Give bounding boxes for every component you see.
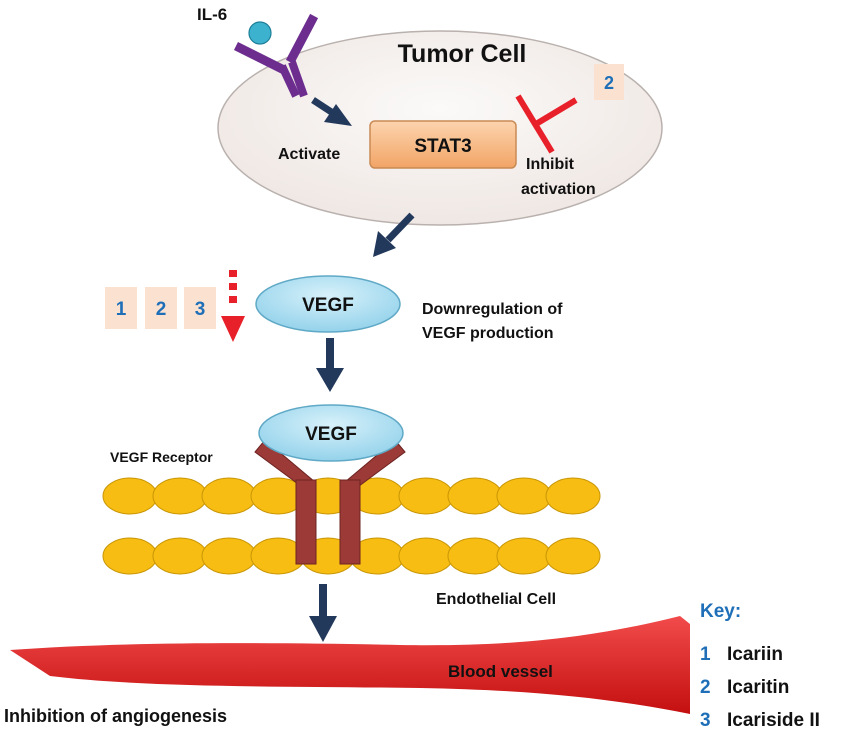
inhibit-label-line1: Inhibit (526, 156, 575, 173)
vegf-badge-3 (184, 287, 216, 329)
downregulation-arrow-icon (221, 270, 245, 342)
stat3-box (369, 120, 517, 169)
downregulation-label-line2: VEGF production (422, 325, 554, 342)
vegf-badge-3-number: 3 (195, 299, 206, 320)
activate-label: Activate (278, 146, 340, 163)
il6-label: IL-6 (197, 5, 227, 24)
tumor-cell-label: Tumor Cell (398, 40, 527, 68)
blood-vessel-shape (10, 616, 690, 714)
key-title: Key: (700, 601, 741, 622)
stat3-label: STAT3 (414, 136, 471, 157)
stat3-badge-number: 2 (604, 73, 614, 93)
il6-receptor-icon (233, 13, 319, 98)
key-item-3-number: 3 (700, 710, 711, 731)
key-item-2-name: Icaritin (727, 677, 789, 698)
vegf-badge-1-number: 1 (116, 299, 127, 320)
endothelial-cell-label: Endothelial Cell (436, 591, 556, 608)
key-legend: Key: 1 Icariin 2 Icaritin 3 Icariside II (700, 601, 820, 731)
vegf-receptor-icon (254, 439, 406, 565)
blood-vessel-label: Blood vessel (448, 662, 553, 681)
stat3-badge (594, 64, 624, 100)
vegf-badge-2 (145, 287, 177, 329)
vegf-badge-1 (105, 287, 137, 329)
arrow-vegf-down-icon (316, 338, 344, 392)
arrow-to-vessel-icon (309, 584, 337, 642)
downregulation-label-line1: Downregulation of (422, 301, 563, 318)
vegf-badges: 1 2 3 (105, 287, 216, 329)
arrow-to-vegf-icon (373, 212, 415, 257)
activate-arrow-icon (311, 97, 352, 126)
vegf-badge-2-number: 2 (156, 299, 167, 320)
vegf-top-label: VEGF (302, 295, 354, 316)
vegf-top-ellipse (255, 275, 401, 333)
vegf-bottom-label: VEGF (305, 424, 357, 445)
key-item-1-number: 1 (700, 644, 711, 665)
vegf-bottom-ellipse (258, 404, 404, 462)
key-item-1-name: Icariin (727, 644, 783, 665)
key-item-3-name: Icariside II (727, 710, 820, 731)
inhibit-label-line2: activation (521, 181, 596, 198)
inhibition-angiogenesis-label: Inhibition of angiogenesis (4, 706, 227, 726)
il6-ligand-icon (248, 21, 272, 45)
key-item-2-number: 2 (700, 677, 711, 698)
vegf-receptor-label: VEGF Receptor (110, 449, 213, 465)
inhibit-icon (515, 94, 578, 154)
